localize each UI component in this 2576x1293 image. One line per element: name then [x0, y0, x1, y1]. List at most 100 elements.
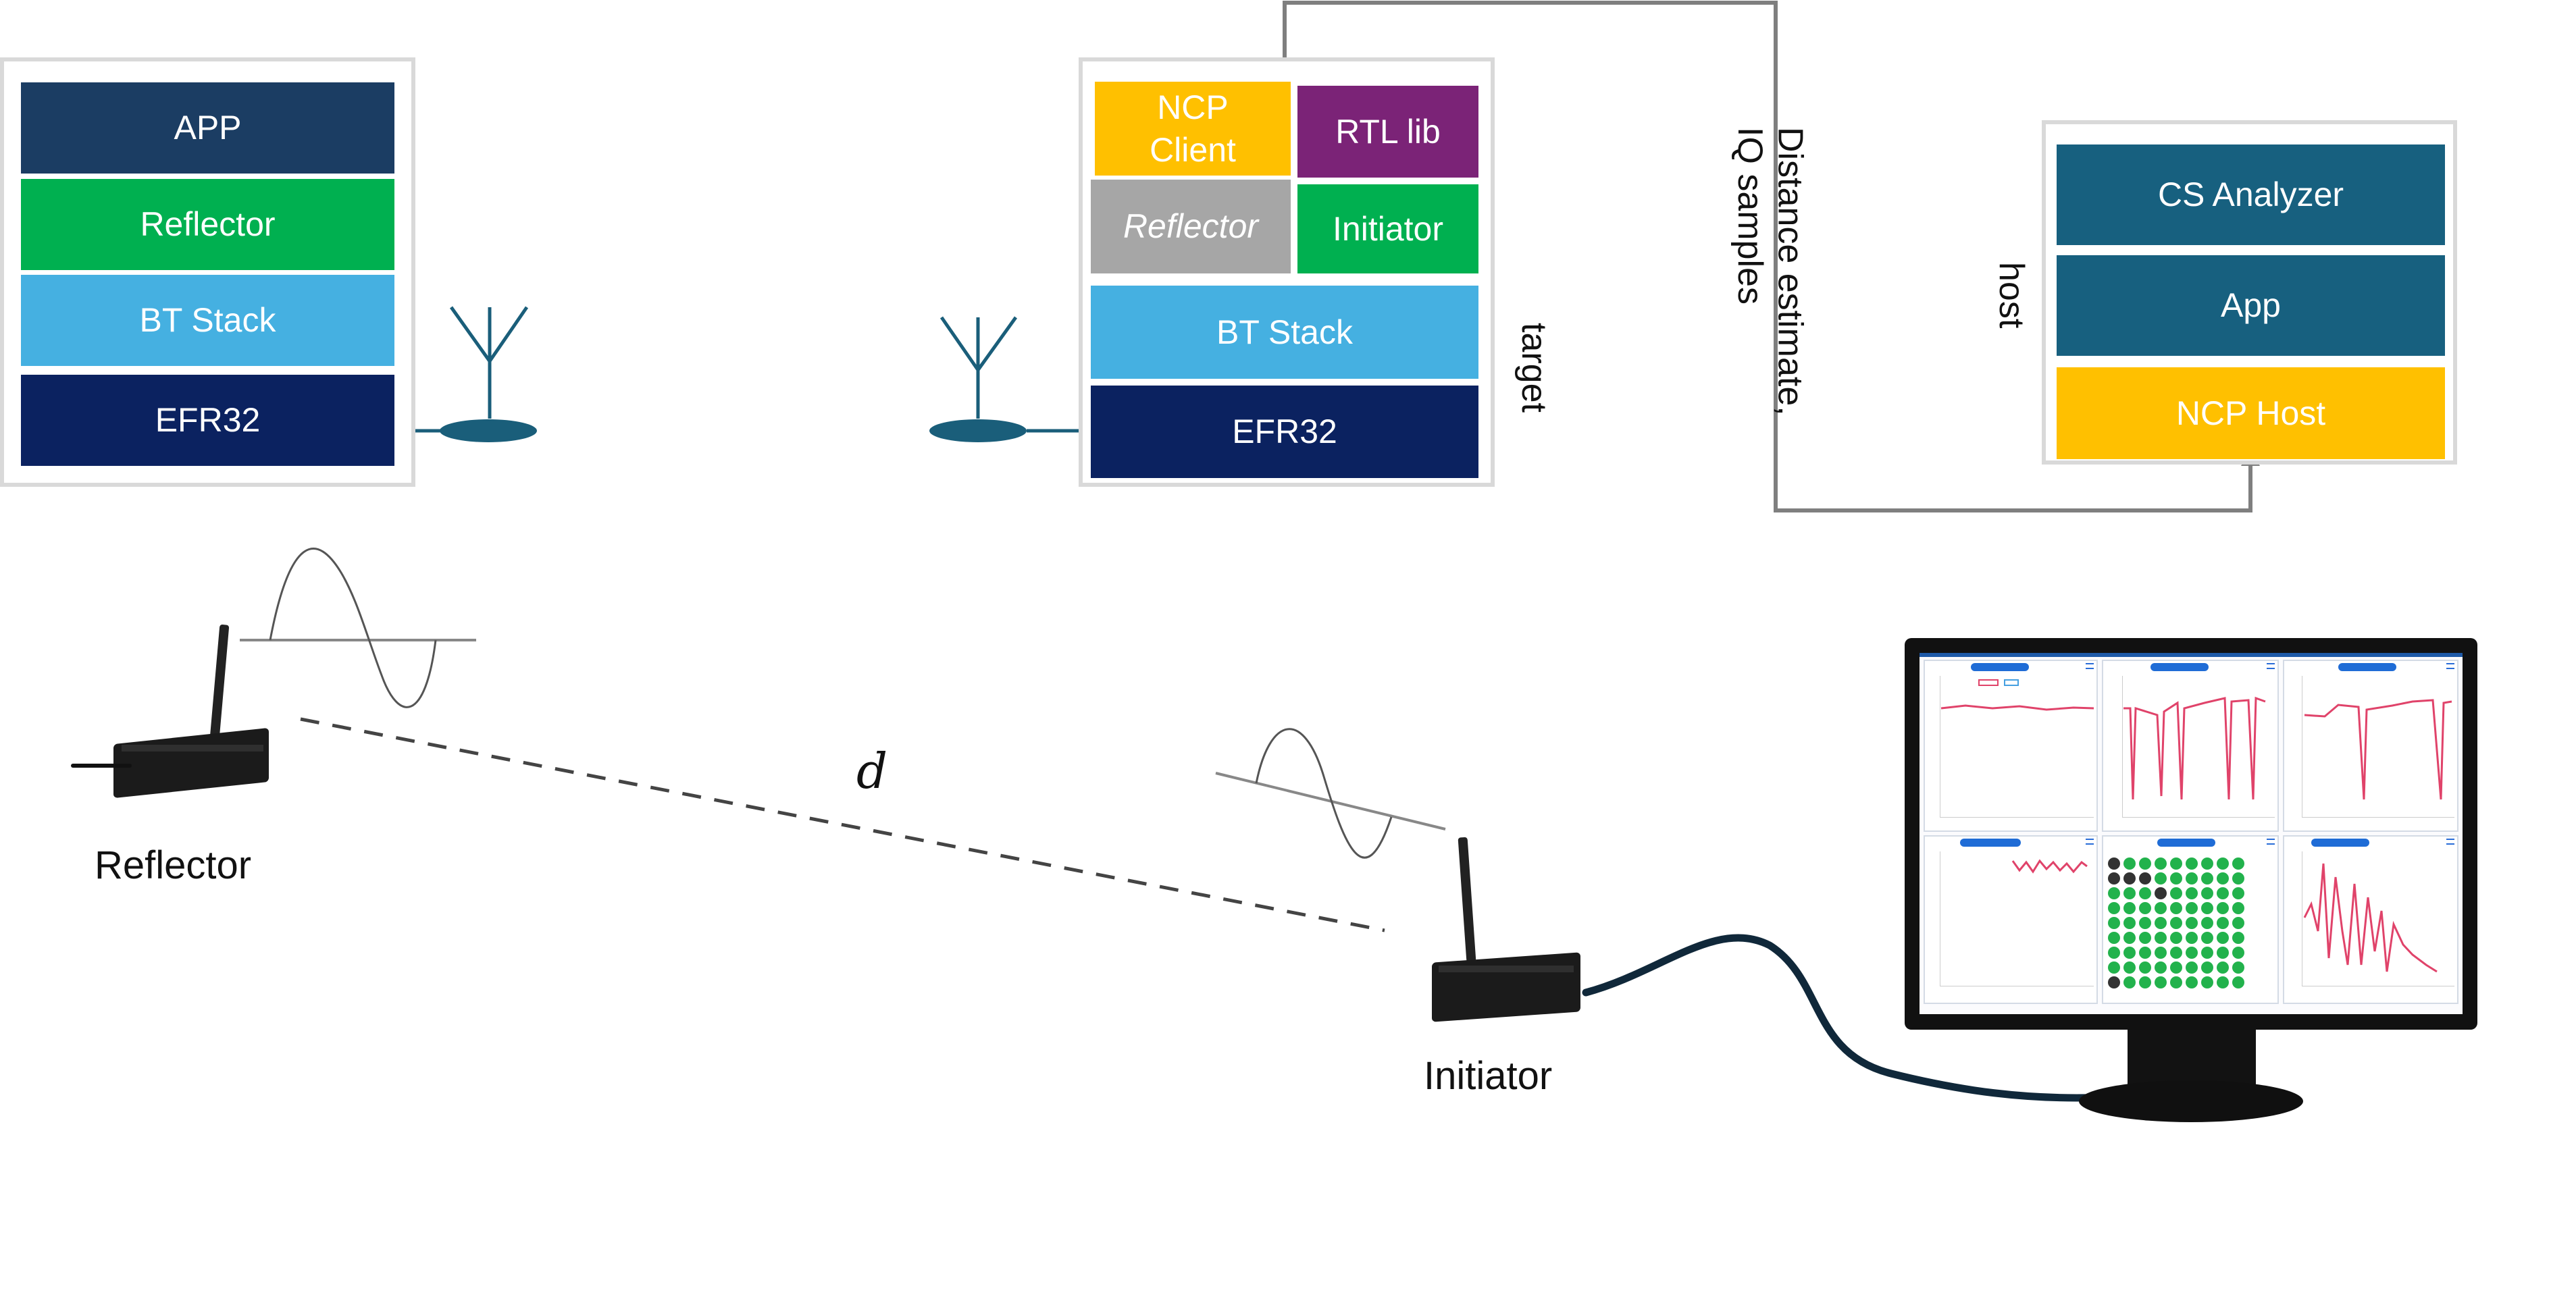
screen-panel-distance — [1924, 660, 2098, 832]
board-antenna — [209, 624, 230, 740]
tone-dot — [2232, 857, 2244, 870]
tone-dot — [2155, 917, 2167, 929]
tone-dot — [2201, 976, 2213, 988]
monitor-foot — [2079, 1080, 2303, 1122]
monitor-icon — [1905, 638, 2479, 1138]
tone-dot — [2123, 902, 2136, 914]
initiator-dev-board-icon — [1418, 837, 1594, 1026]
tone-dot — [2139, 887, 2151, 899]
tone-dot — [2155, 932, 2167, 944]
tone-dot — [2155, 976, 2167, 988]
tone-dot — [2186, 902, 2198, 914]
board-antenna — [1458, 837, 1476, 963]
tone-dot — [2108, 947, 2120, 959]
tone-dot — [2170, 872, 2182, 885]
tone-dot — [2155, 902, 2167, 914]
tone-dot — [2186, 947, 2198, 959]
tone-dot — [2155, 872, 2167, 885]
tone-dot — [2108, 961, 2120, 974]
tone-dot — [2108, 976, 2120, 988]
screen-tone-grid — [2108, 857, 2244, 988]
tone-dot — [2155, 947, 2167, 959]
tone-dot — [2217, 872, 2229, 885]
tone-dot — [2123, 872, 2136, 885]
tone-dot — [2186, 887, 2198, 899]
tone-dot — [2170, 917, 2182, 929]
tone-dot — [2217, 887, 2229, 899]
sine-wave-icon — [1215, 728, 1446, 859]
stack-layer-efr32: EFR32 — [21, 375, 394, 466]
screen-panel-iq-phases — [2283, 835, 2458, 1004]
tone-dot — [2186, 917, 2198, 929]
tone-dot — [2217, 857, 2229, 870]
monitor-screen — [1920, 653, 2463, 1014]
tone-dot — [2139, 857, 2151, 870]
tone-dot — [2123, 976, 2136, 988]
screen-plot-distance — [1940, 679, 2094, 711]
tone-dot — [2108, 872, 2120, 885]
initiator-caption: Initiator — [1424, 1054, 1553, 1098]
tone-dot — [2139, 902, 2151, 914]
tone-dot — [2155, 857, 2167, 870]
antenna-icon — [396, 306, 529, 433]
target-device-stack: NCP Client RTL lib Reflector Initiator B… — [1079, 57, 1495, 487]
tone-dot — [2217, 976, 2229, 988]
sine-wave-icon — [240, 548, 476, 708]
target-label: target — [1514, 323, 1553, 413]
tone-dot — [2108, 857, 2120, 870]
distance-label: d — [856, 743, 888, 799]
tone-dot — [2123, 857, 2136, 870]
tone-dot — [2170, 932, 2182, 944]
tone-dot — [2123, 961, 2136, 974]
stack-layer-efr32: EFR32 — [1091, 386, 1478, 478]
stack-layer-app: APP — [21, 82, 394, 174]
screen-plot-initiator-iq — [2123, 696, 2266, 800]
tone-dot — [2108, 932, 2120, 944]
stack-layer-reflector-disabled: Reflector — [1091, 180, 1291, 273]
tone-dot — [2139, 917, 2151, 929]
tone-dot — [2186, 872, 2198, 885]
screen-plot-reflector-iq — [2304, 699, 2452, 800]
tone-dot — [2170, 976, 2182, 988]
tone-dot — [2186, 932, 2198, 944]
tone-dot — [2123, 932, 2136, 944]
tone-dot — [2155, 961, 2167, 974]
tone-dot — [2201, 902, 2213, 914]
stack-layer-app: App — [2057, 255, 2445, 356]
stack-layer-ncp-client: NCP Client — [1095, 82, 1291, 176]
host-stack: CS Analyzer App NCP Host — [2042, 120, 2457, 465]
stack-layer-reflector: Reflector — [21, 179, 394, 270]
screen-panel-initiator-iq — [2102, 660, 2279, 832]
tone-dot — [2139, 932, 2151, 944]
tone-dot — [2201, 872, 2213, 885]
tone-dot — [2170, 961, 2182, 974]
tone-dot — [2201, 961, 2213, 974]
tone-dot — [2232, 961, 2244, 974]
antenna-icon — [939, 316, 1087, 433]
screen-plot-likeliness — [2011, 859, 2088, 874]
tone-dot — [2186, 857, 2198, 870]
tone-dot — [2139, 961, 2151, 974]
tone-dot — [2232, 932, 2244, 944]
tone-dot — [2123, 917, 2136, 929]
tone-dot — [2201, 932, 2213, 944]
tone-dot — [2232, 976, 2244, 988]
stack-layer-rtl-lib: RTL lib — [1297, 86, 1478, 178]
tone-dot — [2217, 961, 2229, 974]
tone-dot — [2186, 976, 2198, 988]
antenna-base — [440, 419, 537, 442]
tone-dot — [2170, 887, 2182, 899]
screen-plot-iq-phases — [2303, 863, 2438, 973]
screen-panel-tone-quality — [2102, 835, 2279, 1004]
tone-dot — [2217, 917, 2229, 929]
tone-dot — [2108, 887, 2120, 899]
tone-dot — [2217, 932, 2229, 944]
tone-dot — [2232, 872, 2244, 885]
tone-dot — [2170, 947, 2182, 959]
stack-layer-initiator: Initiator — [1297, 184, 1478, 273]
stack-layer-ncp-host: NCP Host — [2057, 367, 2445, 459]
link-label: Distance estimate, IQ samples — [1730, 127, 1810, 416]
distance-line — [300, 717, 1385, 932]
tone-dot — [2201, 857, 2213, 870]
tone-dot — [2201, 947, 2213, 959]
